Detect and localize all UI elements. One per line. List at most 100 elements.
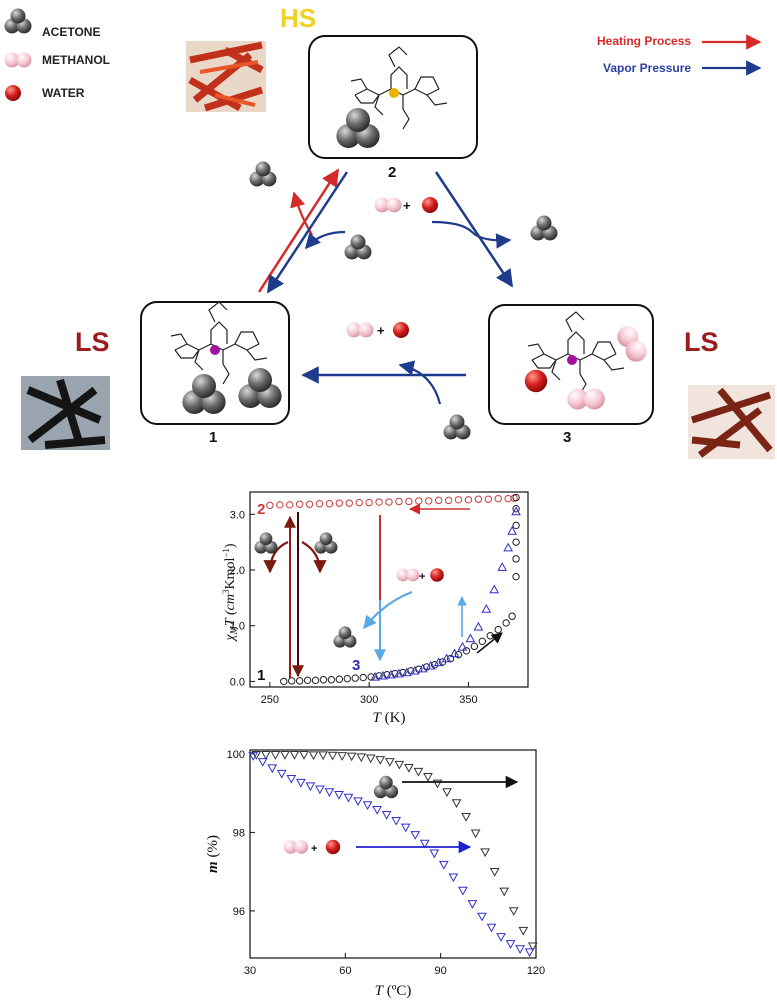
data-point	[441, 653, 452, 663]
chart1-annotations: + 2 1 3	[254, 501, 503, 684]
data-point	[400, 823, 411, 833]
data-point	[430, 661, 439, 669]
data-point	[432, 779, 443, 789]
data-point	[365, 754, 376, 764]
data-point	[486, 632, 494, 640]
data-point	[410, 831, 421, 840]
data-point	[351, 674, 359, 682]
data-point	[433, 657, 444, 667]
vapor-arrow-2-to-3	[434, 171, 514, 288]
data-point	[375, 498, 383, 506]
data-point	[372, 805, 382, 815]
acetone-uptake-arrow	[304, 230, 346, 250]
data-point	[362, 801, 373, 810]
data-point	[276, 769, 287, 779]
data-point	[337, 752, 348, 761]
data-point	[385, 498, 393, 506]
legend-water-label: WATER	[42, 86, 85, 100]
data-point	[474, 495, 483, 503]
data-point	[434, 496, 443, 505]
acetone-molecule-icon	[249, 161, 277, 187]
chart1-xlabel: T (K)	[373, 710, 406, 726]
data-point	[438, 860, 449, 870]
data-point	[454, 496, 463, 504]
data-point	[395, 497, 403, 506]
data-point	[527, 942, 538, 952]
chart1-label-3: 3	[352, 657, 360, 674]
data-point	[288, 677, 296, 685]
data-point	[505, 940, 516, 949]
methanol-molecule-icon	[4, 52, 32, 68]
legend-methanol-label: METHANOL	[42, 53, 110, 67]
data-point	[489, 867, 500, 877]
data-point	[448, 873, 459, 883]
data-point	[481, 603, 492, 613]
data-point	[266, 501, 274, 510]
data-point	[370, 671, 380, 681]
data-point	[508, 907, 519, 916]
data-point	[512, 505, 520, 513]
data-point	[465, 633, 476, 643]
ls-right-label: LS	[684, 327, 719, 357]
ls-left-crystal-photo	[21, 376, 110, 450]
plus-sign: +	[377, 323, 385, 338]
x-tick-label: 350	[459, 694, 477, 706]
data-point	[327, 676, 336, 684]
data-point	[494, 625, 502, 634]
data-point	[473, 621, 484, 631]
data-point	[461, 813, 471, 822]
data-point	[507, 525, 517, 535]
exchange-arrow-3-to-1	[398, 360, 442, 405]
chart2-frame	[249, 749, 537, 959]
data-point	[512, 493, 520, 502]
data-point	[444, 496, 453, 505]
data-point	[478, 637, 487, 646]
data-point	[404, 763, 414, 773]
legend-vapor: Vapor Pressure	[603, 60, 762, 76]
water-molecule-icon	[422, 197, 438, 213]
data-point	[345, 499, 353, 507]
data-point	[343, 793, 354, 803]
acetone-molecule-icon	[443, 414, 471, 440]
data-point	[319, 676, 328, 684]
data-point	[511, 506, 521, 516]
data-point	[355, 498, 363, 507]
data-point	[508, 612, 516, 620]
iron-center-icon	[389, 88, 399, 98]
water-molecule-icon	[5, 85, 21, 101]
methanol-molecule-icon	[374, 197, 402, 213]
acetone-molecule-icon	[333, 626, 357, 648]
methanol-molecule-icon	[346, 322, 374, 338]
data-point	[467, 900, 478, 909]
data-point	[502, 619, 510, 627]
y-tick-label: 2.0	[230, 565, 245, 577]
data-point	[486, 923, 497, 933]
data-point	[391, 816, 402, 826]
ls-right-crystal-photo	[688, 385, 775, 459]
data-point	[462, 647, 471, 655]
water-molecule-icon	[524, 369, 548, 393]
data-point	[496, 933, 506, 942]
data-point	[303, 676, 312, 685]
data-point	[524, 948, 535, 958]
y-tick-label: 96	[233, 906, 245, 918]
data-point	[359, 673, 367, 682]
data-point	[315, 785, 325, 795]
x-tick-label: 30	[244, 965, 256, 977]
data-point	[375, 756, 386, 765]
complex-box-1: 1	[140, 301, 290, 446]
data-point	[381, 811, 392, 820]
data-point	[356, 753, 367, 763]
y-tick-label: 98	[233, 827, 245, 839]
methanol-molecule-icon	[283, 840, 309, 854]
x-tick-label: 60	[339, 965, 351, 977]
iron-center-icon	[567, 355, 577, 365]
data-point	[451, 799, 462, 809]
data-point	[378, 670, 388, 680]
data-point	[295, 778, 306, 788]
data-point	[325, 500, 334, 508]
water-molecule-icon	[393, 322, 409, 338]
data-point	[489, 584, 500, 594]
box-label-2: 2	[388, 164, 396, 181]
